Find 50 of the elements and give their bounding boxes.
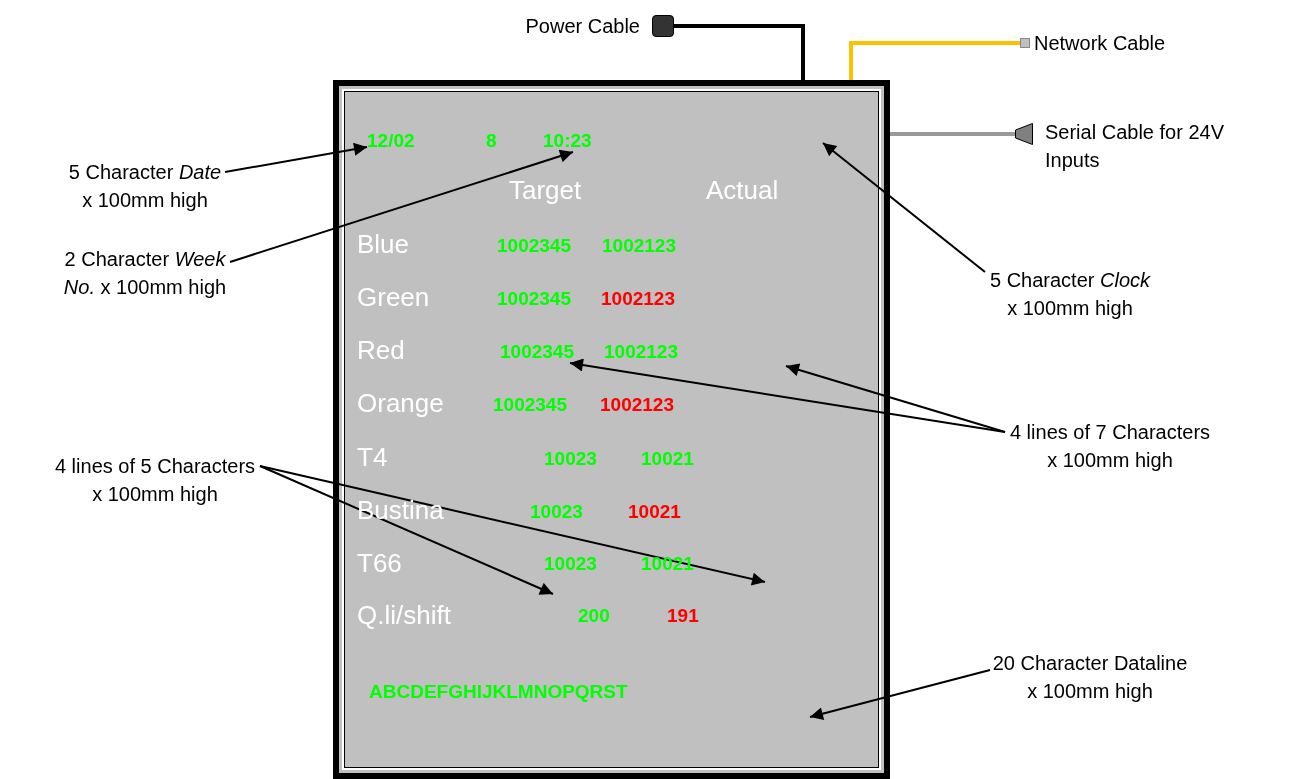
row-label: T66 [357, 547, 402, 579]
leader-line [259, 465, 554, 595]
cable [674, 24, 805, 80]
row-label: Orange [357, 387, 444, 419]
date-readout: 12/02 [367, 130, 415, 152]
callout-text: 5 Character Date x 100mm high [65, 158, 225, 214]
leader-line [259, 465, 766, 586]
row-label: T4 [357, 441, 388, 473]
counter-value: 200 [578, 605, 610, 627]
counter-value: 1002345 [493, 394, 567, 416]
counter-value: 191 [667, 605, 699, 627]
row-label: Green [357, 281, 430, 313]
row-label: Q.li/shift [357, 599, 451, 631]
leader-line [569, 358, 1006, 433]
callout-text: 20 Character Dataline x 100mm high [990, 649, 1190, 705]
counter-value: 10023 [544, 448, 597, 470]
counter-value: 10021 [628, 501, 681, 523]
counter-value: 10021 [641, 448, 694, 470]
dataline-text: ABCDEFGHIJKLMNOPQRST [369, 681, 628, 703]
display-panel [333, 80, 890, 779]
counter-value: 1002345 [497, 235, 571, 257]
column-heading: Target [509, 174, 582, 206]
counter-value: 1002123 [601, 288, 675, 310]
clock-readout: 10:23 [543, 130, 592, 152]
counter-value: 10023 [544, 553, 597, 575]
cable-label: Power Cable [525, 14, 640, 39]
cable-label: Serial Cable for 24V Inputs [1045, 120, 1225, 173]
row-label: Red [357, 334, 405, 366]
cable [890, 132, 1015, 136]
callout-text: 4 lines of 5 Characters x 100mm high [50, 452, 260, 508]
leader-line [229, 149, 574, 263]
leader-line [822, 142, 986, 273]
counter-value: 1002123 [604, 341, 678, 363]
row-label: Blue [357, 228, 410, 260]
counter-value: 10023 [530, 501, 583, 523]
leader-line [224, 142, 368, 173]
callout-text: 2 Character Week No. x 100mm high [60, 245, 230, 301]
counter-value: 1002123 [600, 394, 674, 416]
cable-label: Network Cable [1034, 31, 1166, 56]
leader-line [785, 363, 1006, 433]
counter-value: 1002123 [602, 235, 676, 257]
counter-value: 1002345 [500, 341, 574, 363]
cable [849, 41, 1020, 80]
callout-text: 5 Character Clock x 100mm high [985, 266, 1155, 322]
callout-text: 4 lines of 7 Characters x 100mm high [1005, 418, 1215, 474]
column-heading: Actual [706, 174, 779, 206]
counter-value: 1002345 [497, 288, 571, 310]
leader-line [809, 669, 991, 720]
counter-value: 8 [486, 130, 497, 152]
counter-value: 10021 [641, 553, 694, 575]
